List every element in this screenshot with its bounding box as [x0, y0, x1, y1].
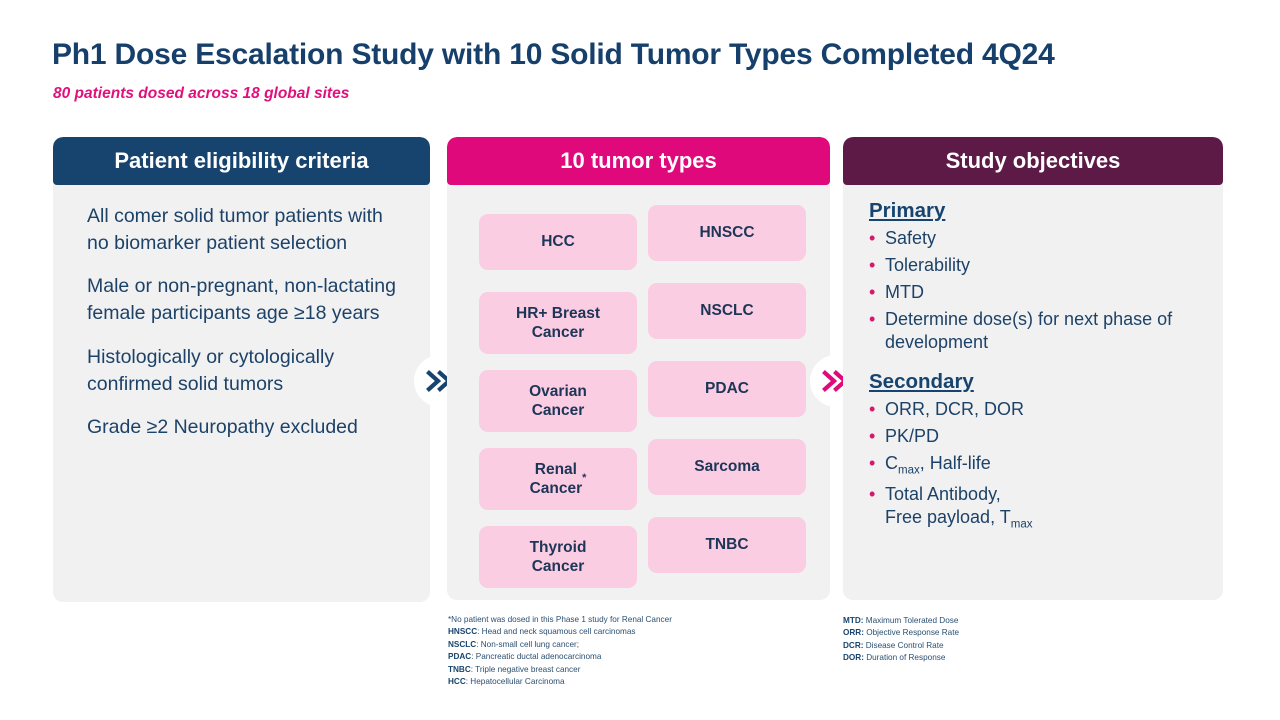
eligibility-item: Male or non-pregnant, non-lactating fema…: [87, 275, 396, 325]
objectives-primary-heading: Primary: [869, 199, 946, 222]
objective-bullet: • Total Antibody,Free payload, Tmax: [869, 483, 1203, 532]
eligibility-item: Histologically or cytologically confirme…: [87, 345, 335, 395]
objective-bullet: • Determine dose(s) for next phase of dev…: [869, 308, 1203, 354]
page-title: Ph1 Dose Escalation Study with 10 Solid …: [52, 38, 1055, 71]
footnote-definition: : Head and neck squamous cell carcinomas: [477, 627, 636, 637]
footnote-definition: Duration of Response: [863, 653, 946, 663]
card-header-eligibility: Patient eligibility criteria: [53, 137, 430, 185]
footnote-definition: *No patient was dosed in this Phase 1 st…: [448, 615, 672, 624]
bullet-dot-icon: •: [869, 282, 876, 303]
card-study-objectives: Study objectives Primary • Safety • Tolerab…: [843, 137, 1223, 600]
footnote-abbreviation: TNBC: [448, 664, 471, 674]
footnote-marker: *: [582, 472, 587, 485]
footnote-abbreviation: DCR:: [843, 640, 864, 650]
tumor-type-tile: HCC: [479, 214, 637, 270]
footnote-definition: Objective Response Rate: [863, 628, 960, 638]
tumor-type-tile: Sarcoma: [648, 439, 806, 495]
objective-text: Safety: [885, 228, 937, 248]
footnote-abbreviation: NSCLC: [448, 639, 477, 649]
card-title-objectives: Study objectives: [945, 148, 1121, 173]
footnote-abbreviation: HCC: [448, 677, 466, 687]
footnote-line: HCC: Hepatocellular Carcinoma: [448, 676, 672, 688]
card-body-eligibility: All comer solid tumor patients with no b…: [53, 185, 430, 441]
footnote-definition: Disease Control Rate: [863, 640, 944, 650]
card-title-eligibility: Patient eligibility criteria: [114, 148, 369, 173]
footnote-definition: : Non-small cell lung cancer;: [476, 639, 580, 649]
footnote-line: ORR: Objective Response Rate: [843, 627, 959, 639]
objective-bullet: • Safety: [869, 227, 1203, 250]
footnote-line: DOR: Duration of Response: [843, 652, 959, 664]
eligibility-list: All comer solid tumor patients with no b…: [53, 185, 430, 441]
footnote-line: NSCLC: Non-small cell lung cancer;: [448, 639, 672, 651]
objective-text: Determine dose(s) for next phase of deve…: [885, 309, 1173, 353]
footnote-abbreviation: HNSCC: [448, 627, 478, 637]
bullet-dot-icon: •: [869, 453, 876, 474]
bullet-dot-icon: •: [869, 228, 876, 248]
objective-text: Total Antibody,Free payload, Tmax: [885, 483, 1033, 531]
footnote-definition: : Triple negative breast cancer: [470, 664, 581, 674]
footnote-line: TNBC: Triple negative breast cancer: [448, 664, 672, 676]
footnote-line: *No patient was dosed in this Phase 1 st…: [448, 614, 672, 626]
footnote-definition: Maximum Tolerated Dose: [863, 616, 959, 625]
footnote-block-tumors: *No patient was dosed in this Phase 1 st…: [448, 614, 672, 689]
objective-bullet: • MTD: [869, 281, 1203, 304]
objective-bullet: • PK/PD: [869, 425, 1203, 448]
tumor-type-tile: NSCLC: [648, 283, 806, 339]
eligibility-item: Grade ≥2 Neuropathy excluded: [87, 416, 358, 439]
footnote-line: DCR: Disease Control Rate: [843, 640, 959, 652]
footnote-line: MTD: Maximum Tolerated Dose: [843, 615, 959, 627]
bullet-dot-icon: •: [869, 255, 876, 276]
card-body-objectives: Primary • Safety • Tolerability • MTD • Determi…: [843, 185, 1223, 532]
footnote-abbreviation: PDAC: [448, 652, 472, 662]
footnote-definition: : Hepatocellular Carcinoma: [465, 677, 565, 687]
objectives-secondary-list: • ORR, DCR, DOR • PK/PD • Cmax, Half-life • Tot…: [869, 398, 1203, 532]
footnote-abbreviation: DOR:: [843, 653, 864, 663]
objective-text: ORR, DCR, DOR: [885, 399, 1024, 420]
objective-text: Cmax, Half-life: [885, 453, 991, 477]
card-title-tumor-types: 10 tumor types: [560, 148, 717, 173]
card-patient-eligibility: Patient eligibility criteria All comer s…: [53, 137, 430, 602]
footnote-definition: : Pancreatic ductal adenocarcinoma: [471, 652, 602, 662]
tumor-type-tile: HNSCC: [648, 205, 806, 261]
objective-text: PK/PD: [885, 426, 940, 447]
footnote-line: PDAC: Pancreatic ductal adenocarcinoma: [448, 651, 672, 663]
page-subtitle: 80 patients dosed across 18 global sites: [53, 85, 350, 102]
bullet-dot-icon: •: [869, 426, 876, 447]
objectives-primary-list: • Safety • Tolerability • MTD • Determine dose(…: [869, 227, 1203, 354]
objective-bullet: • Tolerability: [869, 254, 1203, 277]
objective-text: Tolerability: [885, 255, 971, 276]
objectives-content: Primary • Safety • Tolerability • MTD • Determi…: [843, 185, 1223, 532]
tumor-type-tile: PDAC: [648, 361, 806, 417]
card-header-objectives: Study objectives: [843, 137, 1223, 185]
bullet-dot-icon: •: [869, 399, 876, 420]
bullet-dot-icon: •: [869, 483, 876, 504]
objective-bullet: • ORR, DCR, DOR: [869, 398, 1203, 421]
objectives-secondary-heading: Secondary: [869, 370, 974, 394]
card-header-tumor-types: 10 tumor types: [447, 137, 830, 185]
footnote-line: HNSCC: Head and neck squamous cell carci…: [448, 626, 672, 638]
footnote-abbreviation: MTD:: [843, 616, 864, 625]
tumor-type-tile: TNBC: [648, 517, 806, 573]
objective-bullet: • Cmax, Half-life: [869, 452, 1203, 478]
eligibility-item: All comer solid tumor patients with no b…: [87, 205, 383, 254]
bullet-dot-icon: •: [869, 309, 876, 330]
footnote-abbreviation: ORR:: [843, 628, 864, 638]
objective-text: MTD: [885, 282, 924, 303]
